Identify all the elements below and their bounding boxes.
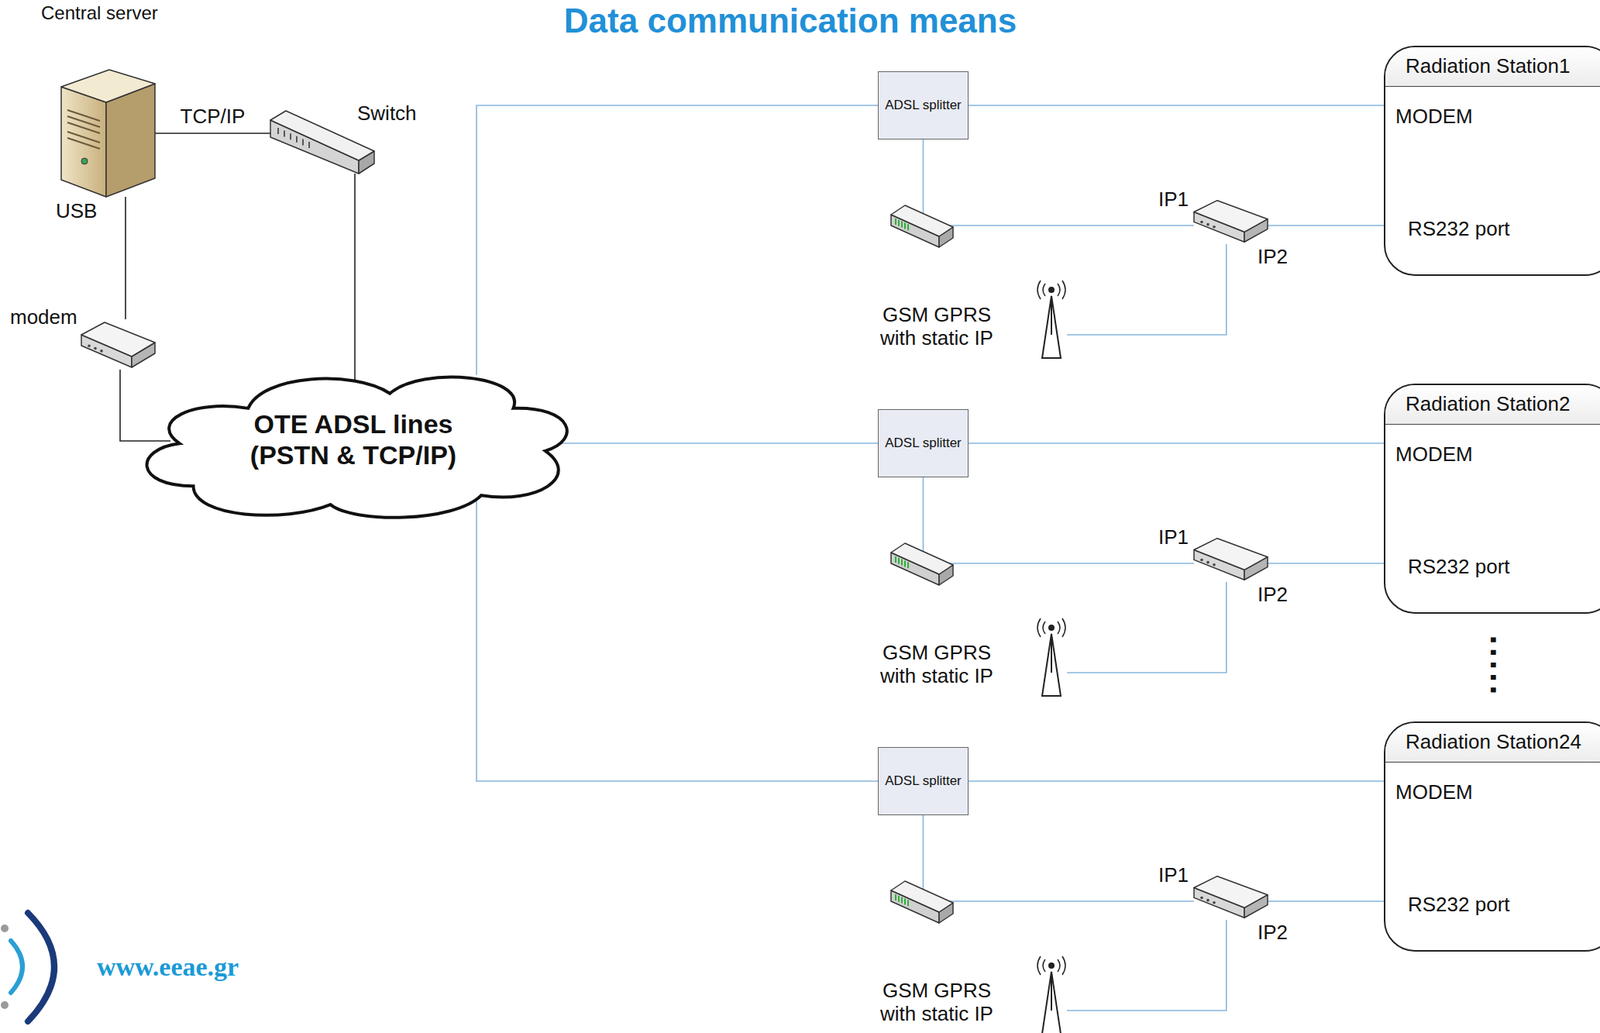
logo-mark bbox=[0, 912, 55, 1022]
modem-label: MODEM bbox=[1395, 781, 1473, 805]
converter-icon: IP1IP2 bbox=[1193, 873, 1268, 920]
converter-icon: IP1IP2 bbox=[1193, 197, 1268, 245]
node-label: OTE ADSL lines (PSTN & TCP/IP) bbox=[237, 409, 470, 470]
connector-line bbox=[154, 132, 271, 135]
station-box: Radiation Station24MODEM RS232 port bbox=[1383, 721, 1600, 952]
icon-parts bbox=[61, 69, 155, 197]
connector-line bbox=[1267, 900, 1384, 902]
port-label: RS232 port bbox=[1407, 893, 1511, 917]
ip-label: IP1 bbox=[1158, 188, 1189, 212]
continuation-dots: ..... bbox=[1483, 631, 1522, 702]
icon-parts bbox=[1193, 876, 1268, 919]
icon-parts bbox=[1193, 200, 1268, 243]
gsm-antenna: GSM GPRS with static IP bbox=[1035, 280, 1067, 358]
connector-line bbox=[1066, 919, 1227, 1011]
gsm-antenna-art bbox=[1035, 280, 1067, 358]
connector-line bbox=[1267, 224, 1384, 227]
connector-line bbox=[124, 196, 127, 320]
node-label: Switch bbox=[357, 102, 417, 126]
connector-line bbox=[559, 442, 879, 444]
server-icon: Central server bbox=[61, 69, 155, 197]
server-front bbox=[61, 86, 107, 197]
icon-parts bbox=[1037, 618, 1066, 696]
station-title: Radiation Station1 bbox=[1405, 55, 1570, 79]
website-url: www.eeae.gr bbox=[96, 951, 239, 982]
server-side bbox=[106, 83, 155, 197]
ip-label: IP2 bbox=[1257, 245, 1288, 269]
icon-parts bbox=[1193, 538, 1268, 581]
converter-icon: IP1IP2 bbox=[1193, 535, 1268, 582]
gsm-antenna-art bbox=[1035, 618, 1067, 696]
connector-line bbox=[476, 105, 878, 376]
diagram-title: Data communication means bbox=[433, 1, 1147, 42]
server-top bbox=[61, 69, 155, 103]
modem-label: MODEM bbox=[1395, 443, 1473, 467]
connector-line bbox=[968, 780, 1384, 782]
icon-parts bbox=[81, 322, 155, 368]
gsm-antenna-art bbox=[1035, 956, 1067, 1033]
connector-line bbox=[354, 173, 356, 385]
connector-line bbox=[1066, 581, 1227, 673]
node-label: ADSL splitter bbox=[884, 435, 963, 451]
node-label: Central server bbox=[41, 2, 159, 25]
station-box: Radiation Station2MODEM RS232 port bbox=[1383, 383, 1600, 614]
router-icon bbox=[891, 543, 954, 585]
cloud-outline bbox=[147, 377, 568, 518]
icon-parts bbox=[1037, 280, 1066, 358]
node-label: modem bbox=[10, 306, 78, 330]
modem-icon: modem bbox=[81, 319, 155, 370]
connector-line bbox=[1066, 244, 1227, 335]
node-label: ADSL splitter bbox=[884, 773, 963, 789]
station-title: Radiation Station2 bbox=[1405, 392, 1570, 417]
modem-icon-art bbox=[81, 319, 155, 370]
box-top bbox=[1193, 200, 1268, 233]
station-title: Radiation Station24 bbox=[1405, 730, 1582, 754]
gsm-antenna: GSM GPRS with static IP bbox=[1035, 618, 1067, 696]
connector-line bbox=[476, 498, 878, 782]
adsl-splitter-box: ADSL splitter bbox=[877, 746, 969, 816]
port-label: RS232 port bbox=[1407, 217, 1511, 241]
connector-line bbox=[1267, 562, 1384, 565]
switch-icon: Switch bbox=[270, 96, 375, 174]
ip-label: IP1 bbox=[1158, 863, 1189, 888]
ip-label: IP1 bbox=[1158, 526, 1189, 550]
converter-icon-art bbox=[1193, 535, 1268, 582]
router-top bbox=[891, 880, 954, 912]
node-label: GSM GPRS with static IP bbox=[867, 303, 1007, 351]
connector-line bbox=[968, 442, 1384, 444]
connector-line bbox=[923, 477, 1195, 564]
box-top bbox=[81, 322, 155, 357]
node-label: GSM GPRS with static IP bbox=[867, 979, 1007, 1026]
box-top bbox=[1193, 538, 1268, 571]
station-box: Radiation Station1MODEM RS232 port bbox=[1383, 45, 1600, 276]
ip-label: IP2 bbox=[1257, 583, 1288, 607]
adsl-splitter-box: ADSL splitter bbox=[877, 409, 969, 478]
box-top bbox=[1193, 876, 1268, 909]
converter-icon-art bbox=[1193, 197, 1268, 245]
router-top bbox=[891, 543, 954, 575]
converter-icon-art bbox=[1193, 873, 1268, 920]
modem-label: MODEM bbox=[1395, 105, 1473, 129]
router-icon bbox=[891, 205, 954, 248]
port-label: RS232 port bbox=[1407, 555, 1511, 579]
port-label: USB bbox=[55, 199, 97, 224]
ip-label: IP2 bbox=[1257, 921, 1288, 945]
icon-parts bbox=[1037, 956, 1066, 1033]
connector-line bbox=[120, 369, 171, 441]
connector-line bbox=[968, 104, 1384, 107]
router-icon bbox=[891, 880, 954, 923]
adsl-splitter-box: ADSL splitter bbox=[877, 71, 969, 140]
connector-line bbox=[923, 139, 1195, 226]
network-cloud: OTE ADSL lines (PSTN & TCP/IP) bbox=[124, 347, 582, 533]
router-top bbox=[891, 205, 954, 237]
connector-line bbox=[923, 815, 1195, 902]
node-label: GSM GPRS with static IP bbox=[867, 641, 1007, 689]
node-label: ADSL splitter bbox=[884, 97, 963, 114]
gsm-antenna: GSM GPRS with static IP bbox=[1035, 956, 1067, 1033]
protocol-label: TCP/IP bbox=[178, 105, 248, 129]
server-icon-art bbox=[61, 69, 155, 197]
